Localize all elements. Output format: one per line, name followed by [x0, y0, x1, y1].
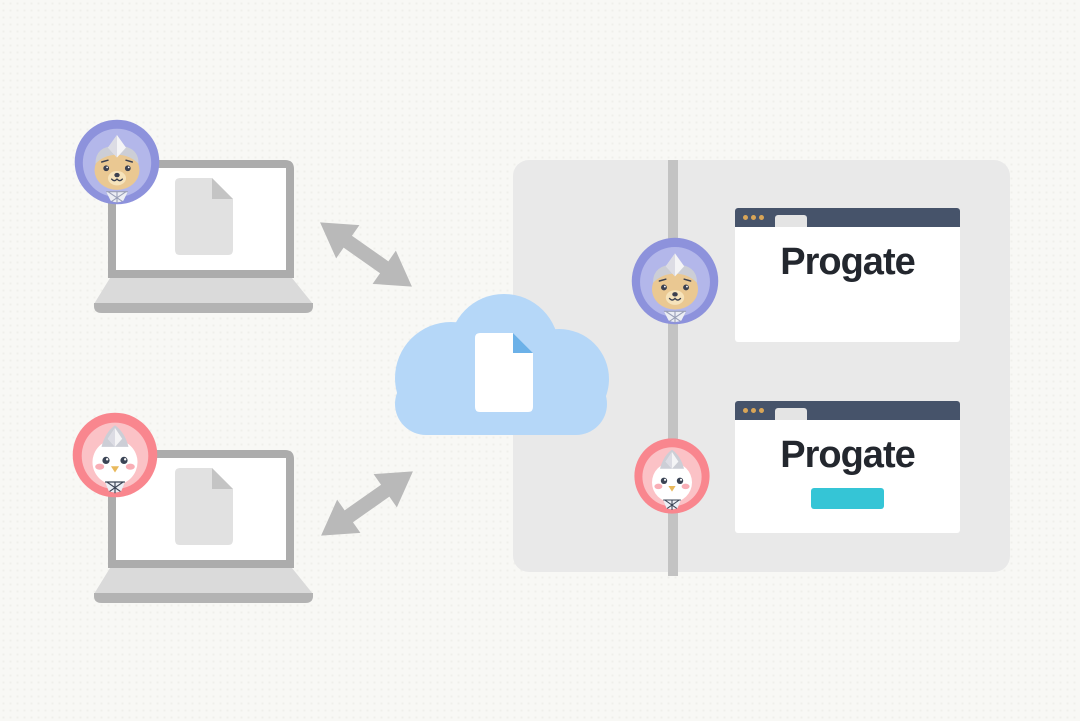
traffic-dot-icon — [751, 215, 756, 220]
traffic-dot-icon — [743, 215, 748, 220]
avatar-ninja-bird — [632, 436, 712, 516]
cloud-document-icon — [387, 287, 615, 437]
browser-window-top: Progate — [735, 208, 960, 342]
browser-page: Progate — [735, 420, 960, 509]
browser-titlebar — [735, 401, 960, 420]
browser-tab — [775, 408, 807, 420]
avatar-ninja-bird — [70, 410, 160, 500]
browser-window-bottom: Progate — [735, 401, 960, 533]
progate-page-title: Progate — [780, 241, 915, 283]
traffic-dot-icon — [759, 215, 764, 220]
browser-tab — [775, 215, 807, 227]
traffic-dot-icon — [759, 408, 764, 413]
timeline-line — [668, 160, 678, 576]
traffic-dot-icon — [751, 408, 756, 413]
browser-titlebar — [735, 208, 960, 227]
traffic-dot-icon — [743, 408, 748, 413]
browser-page: Progate — [735, 227, 960, 284]
teal-button — [811, 487, 884, 509]
avatar-ninja-dog — [629, 235, 721, 327]
progate-page-title: Progate — [780, 434, 915, 476]
avatar-ninja-dog — [72, 117, 162, 207]
